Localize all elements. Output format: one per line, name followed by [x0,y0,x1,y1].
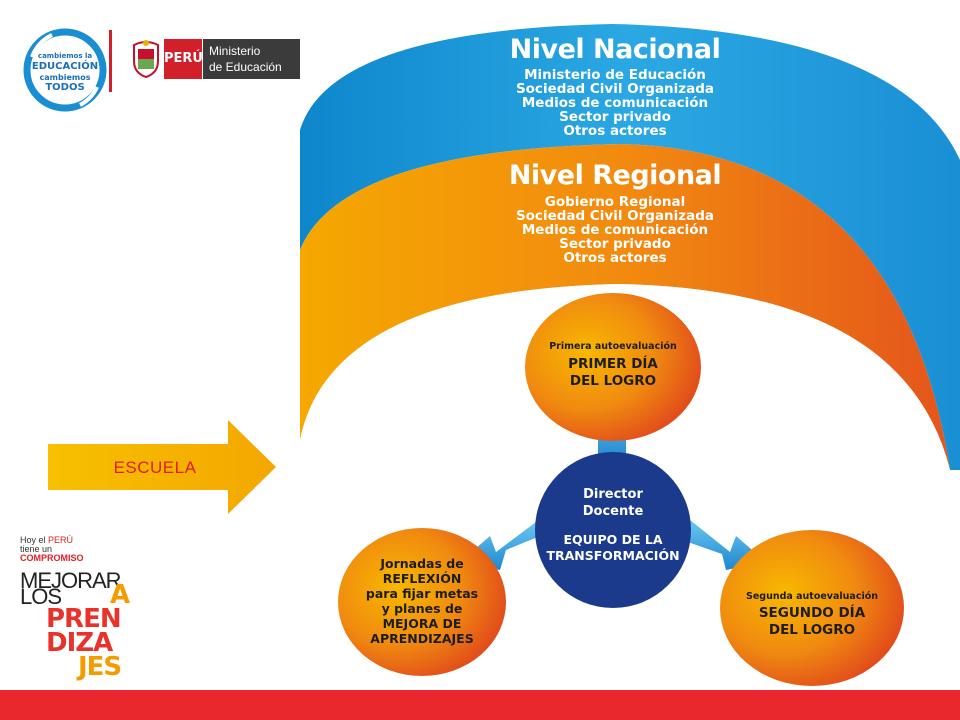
node-left-line: REFLEXIÓN [382,571,462,586]
national-item: Sociedad Civil Organizada [515,81,715,97]
campaign-logo: cambiemos la EDUCACIÓN cambiemos TODOS [22,27,108,113]
node-center [535,452,691,608]
ministry-logo: PERÚ Ministerio de Educación [130,39,300,79]
center-line1: Director [583,487,643,502]
slogan-a: A [110,580,130,610]
node-left-line: APRENDIZAJES [370,631,474,646]
ministry-line2: de Educación [209,60,282,74]
slogan-los: LOS [20,584,62,609]
node-left-line: MEJORA DE [382,616,462,631]
peru-flag-block: PERÚ [164,39,203,79]
slogan: Hoy el PERÚ tiene un COMPROMISO MEJORAR … [20,536,180,683]
slogan-line1-b: PERÚ [48,535,74,545]
ministry-block: Ministerio de Educación [203,39,300,79]
transformation-cycle [338,293,904,686]
ministry-line1: Ministerio [209,44,261,58]
slogan-line1: Hoy el PERÚ [20,536,180,545]
node-left-text: Jornadas de REFLEXIÓN para fijar metas y… [342,556,502,646]
campaign-logo-line1: cambiemos la [37,52,93,60]
national-arc [300,24,960,470]
node-top-sub: Primera autoevaluación [549,341,677,352]
node-right [720,530,904,686]
slogan-jes: JES [78,652,122,682]
node-left-line: para fijar metas [365,586,479,601]
footer-bar [0,690,960,720]
slogan-diza: DIZA [46,628,113,658]
regional-item: Gobierno Regional [544,194,686,210]
center-line2: Docente [582,504,644,519]
node-right-line2: DEL LOGRO [768,622,856,638]
center-line3: EQUIPO DE LA [563,532,663,547]
slogan-pren: PREN [46,604,122,634]
node-top [525,293,701,441]
national-item: Medios de comunicación [521,95,709,111]
escuela-label: ESCUELA [113,458,197,477]
node-right-sub: Segunda autoevaluación [745,591,879,602]
national-item: Ministerio de Educación [524,67,706,83]
regional-item: Sector privado [559,236,671,252]
campaign-logo-ring [23,28,107,112]
regional-item: Medios de comunicación [521,222,709,238]
node-top-line1: PRIMER DÍA [568,356,658,372]
escuela-arrow [48,420,276,514]
header-divider [109,30,112,92]
node-left-line: Jornadas de [380,556,464,571]
slogan-mejorar: MEJORAR [20,568,122,593]
regional-title: Nivel Regional [508,160,722,191]
regional-item: Otros actores [563,250,667,266]
node-left [338,528,506,676]
peru-label: PERÚ [164,51,203,66]
node-top-line2: DEL LOGRO [569,373,657,389]
node-left-line: y planes de [381,601,463,616]
slogan-line1-a: Hoy el [20,535,49,545]
center-line4: TRANSFORMACIÓN [546,548,680,563]
campaign-logo-line3: cambiemos [39,73,91,82]
regional-items: Gobierno Regional Sociedad Civil Organiz… [490,195,740,265]
node-right-line1: SEGUNDO DÍA [758,605,866,621]
slogan-line3: COMPROMISO [20,553,84,563]
national-title: Nivel Nacional [509,34,721,65]
regional-item: Sociedad Civil Organizada [515,208,715,224]
national-item: Otros actores [563,123,667,139]
coat-of-arms-icon [133,40,159,79]
regional-arc [300,144,950,470]
campaign-logo-line4: TODOS [45,82,85,93]
campaign-logo-line2: EDUCACIÓN [31,61,99,72]
national-item: Sector privado [559,109,671,125]
national-items: Ministerio de Educación Sociedad Civil O… [490,68,740,138]
slogan-line2: tiene un [20,544,53,554]
